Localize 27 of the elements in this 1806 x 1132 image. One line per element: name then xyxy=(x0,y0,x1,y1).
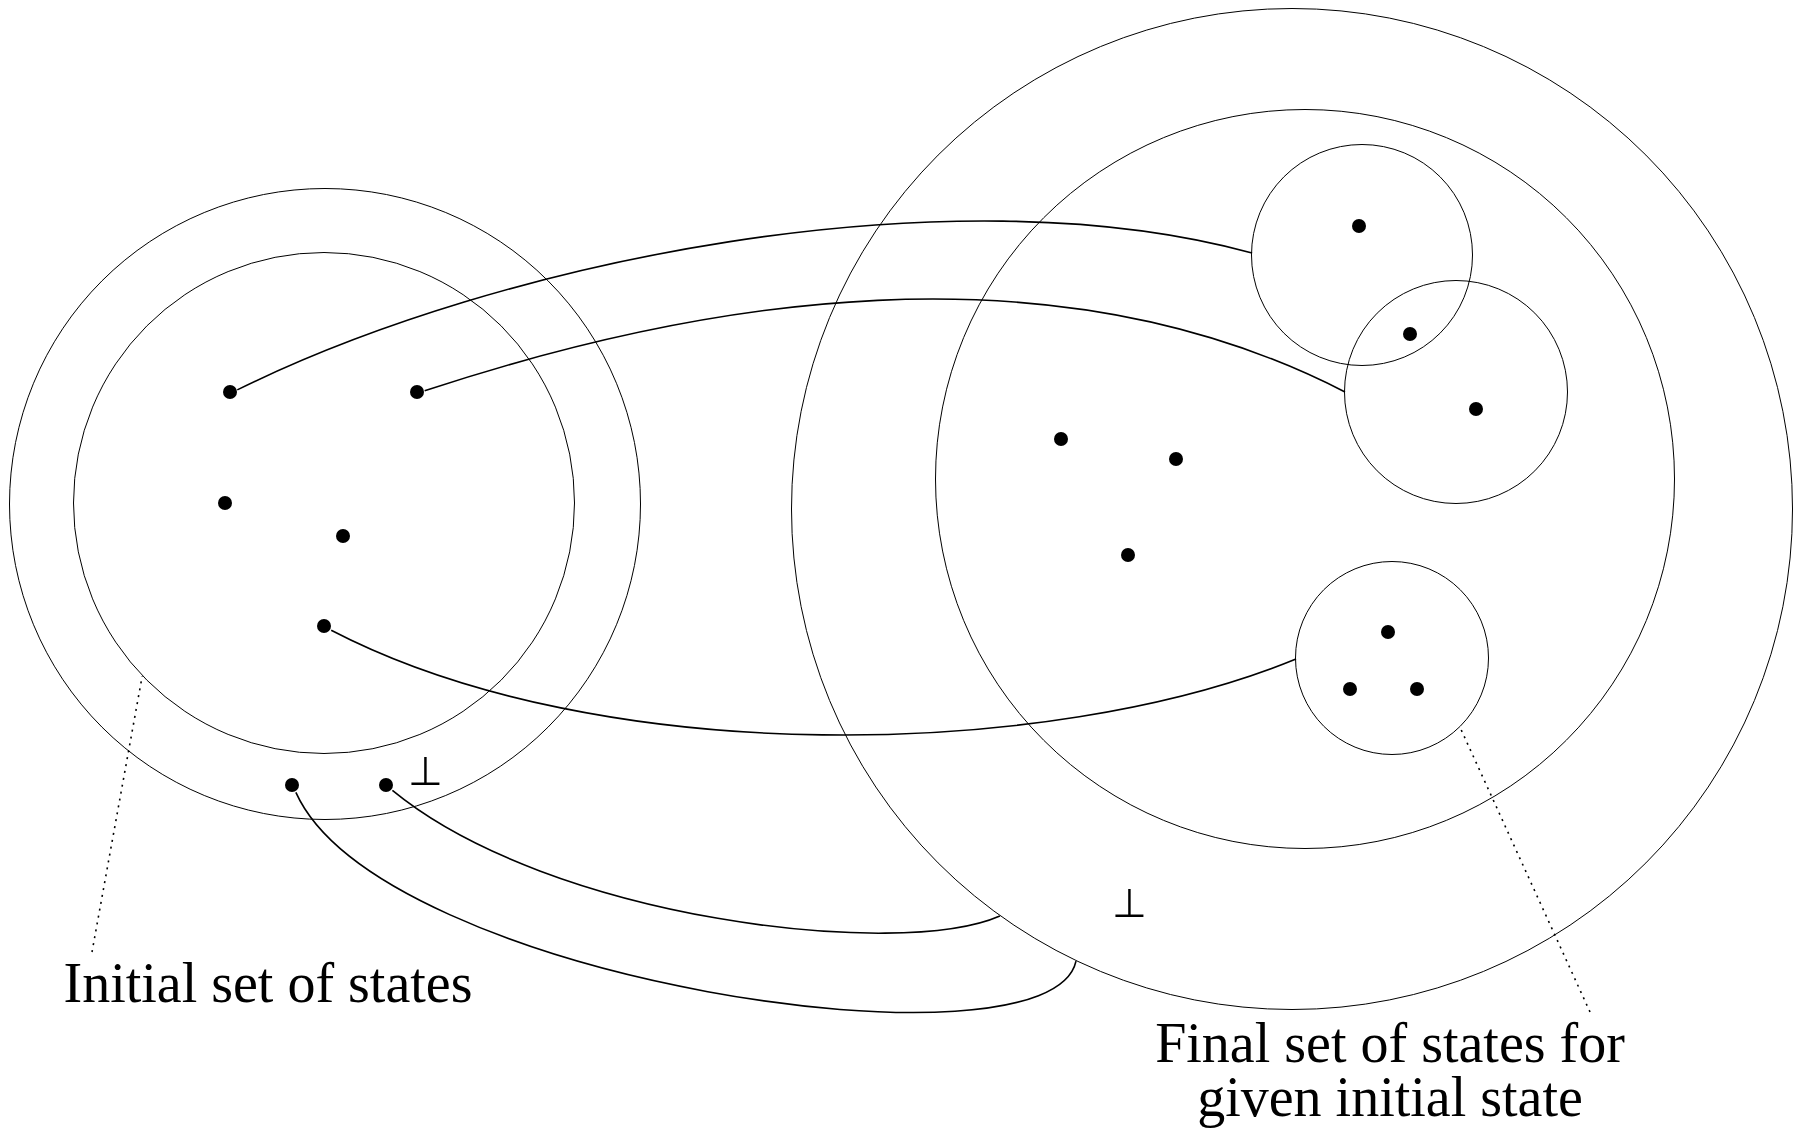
state-dot xyxy=(1381,625,1396,640)
bottom-symbol: ⊥ xyxy=(408,752,443,792)
state-dot xyxy=(1469,402,1484,417)
leader-line xyxy=(1459,727,1591,1013)
connector-line xyxy=(330,629,1297,736)
connector-line xyxy=(423,298,1346,393)
caption-text: Final set of states for given initial state xyxy=(1100,1016,1680,1128)
caption-text: Initial set of states xyxy=(8,956,528,1016)
connector-line xyxy=(236,220,1253,391)
state-dot xyxy=(379,778,394,793)
state-dot xyxy=(1410,682,1425,697)
state-dot xyxy=(217,495,232,510)
state-dot xyxy=(316,618,331,633)
state-dot xyxy=(1343,682,1358,697)
leader-line xyxy=(91,675,143,953)
state-dot xyxy=(335,528,350,543)
state-dot xyxy=(1403,327,1417,341)
state-dot xyxy=(1352,219,1367,234)
state-dot xyxy=(1168,451,1183,466)
state-dot xyxy=(409,384,424,399)
state-dot xyxy=(1120,547,1135,562)
state-dot xyxy=(1053,431,1068,446)
connector-line xyxy=(391,789,1001,934)
bottom-symbol: ⊥ xyxy=(1112,884,1147,924)
connector-line xyxy=(295,791,1077,1013)
state-dot xyxy=(285,778,300,793)
state-dot xyxy=(222,384,237,399)
